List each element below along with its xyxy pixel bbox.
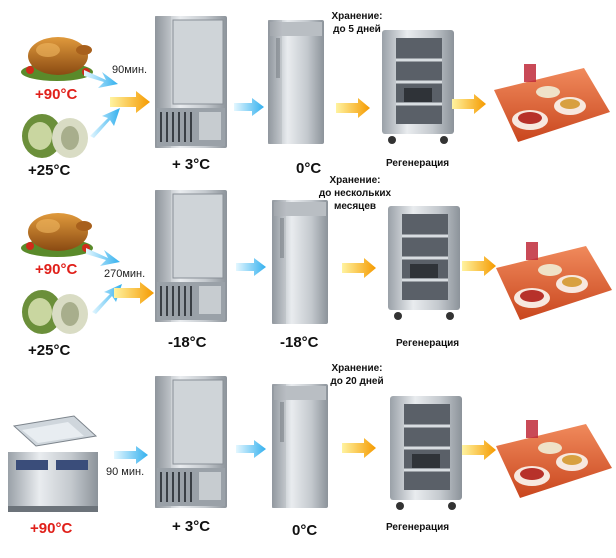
regeneration-label: Регенерация [386,522,450,533]
regeneration-trolley-icon [382,30,454,144]
regeneration-label: Регенерация [386,158,450,169]
refrigerator-icon [268,20,324,144]
arrow-orange-icon [110,91,150,113]
arrow-orange-icon [462,256,496,276]
storage-temp-label: 0°C [292,522,318,539]
meal-tray-icon [496,242,612,320]
arrow-blue-icon [236,440,266,458]
regeneration-trolley-icon [390,396,462,510]
chiller-temp-label: + 3°C [172,518,211,535]
storage-note-duration: до 5 дней [333,24,381,35]
chiller-temp-label: -18°C [168,334,207,351]
hot-temp-label: +90°C [35,86,78,103]
storage-temp-label: -18°C [280,334,319,351]
ambient-temp-label: +25°C [28,342,71,359]
storage-note-title: Хранение: [331,363,383,374]
arrow-orange-icon [336,98,370,118]
ambient-temp-label: +25°C [28,162,71,179]
hot-temp-label: +90°C [30,520,73,537]
vacuum-packer-icon [8,415,98,512]
vegetables-icon [22,114,88,158]
time-label: 90 мин. [106,466,145,478]
meal-tray-icon [494,64,610,142]
regeneration-trolley-icon [388,206,460,320]
arrow-orange-icon [342,438,376,458]
meal-tray-icon [496,420,612,498]
storage-note: Хранение: до 5 дней [318,10,396,36]
storage-note-title: Хранение: [329,175,381,186]
arrow-orange-icon [114,282,154,304]
storage-note-title: Хранение: [331,11,383,22]
arrow-blue-icon [114,446,148,464]
refrigerator-icon [272,384,328,508]
arrow-blue-icon [234,98,264,116]
arrow-blue-icon [236,258,266,276]
time-label: 270мин. [104,268,146,280]
storage-note-duration: до нескольких [318,188,392,199]
roast-chicken-icon [21,213,93,257]
arrow-orange-icon [452,94,486,114]
arrow-blue-icon [84,70,118,88]
storage-temp-label: 0°C [296,160,322,177]
refrigerator-icon [272,200,328,324]
regeneration-label: Регенерация [396,338,460,349]
time-label: 90мин. [112,64,148,76]
vegetables-icon [22,290,88,334]
chiller-temp-label: + 3°C [172,156,211,173]
blast-chiller-icon [155,16,227,148]
storage-note-duration-cont: месяцев [333,201,377,212]
arrow-orange-icon [342,258,376,278]
storage-note: Хранение: до нескольких месяцев [312,174,398,213]
storage-note-duration: до 20 дней [330,376,384,387]
arrow-blue-icon [90,108,120,138]
arrow-blue-icon [86,248,120,266]
hot-temp-label: +90°C [35,261,78,278]
blast-chiller-icon [155,376,227,508]
blast-chiller-icon [155,190,227,322]
storage-note: Хранение: до 20 дней [318,362,396,388]
arrow-orange-icon [462,440,496,460]
roast-chicken-icon [21,37,93,81]
